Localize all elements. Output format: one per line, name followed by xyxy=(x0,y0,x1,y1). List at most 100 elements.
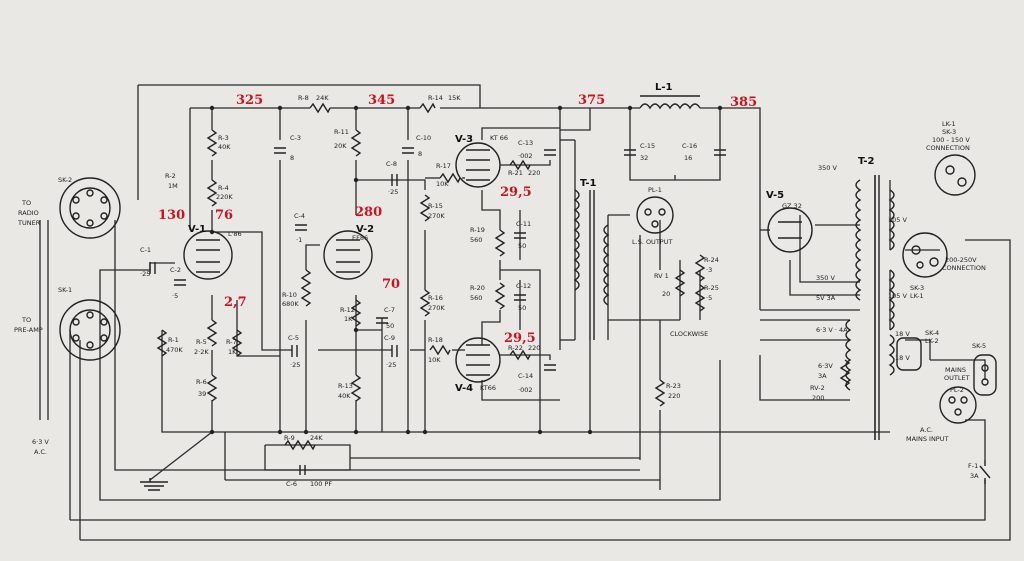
r23-label: R-23 xyxy=(666,382,681,390)
sk3b-label: SK-3 xyxy=(910,284,924,292)
r25-symbol xyxy=(694,284,706,312)
range-200-250: 200-250V xyxy=(945,256,977,264)
c4-value: ·1 xyxy=(296,236,302,244)
winding-350v-bottom: 350 V xyxy=(816,274,835,282)
c11-symbol xyxy=(514,232,526,239)
rv1-value: 20 xyxy=(662,290,670,298)
winding-18v-bottom: 18 V xyxy=(895,354,910,362)
l1-label: L-1 xyxy=(655,82,673,93)
sk1-desc-2: PRE-AMP xyxy=(14,326,43,334)
r12-label: R-12 xyxy=(340,306,355,314)
c1-label: C-1 xyxy=(140,246,151,254)
r11-label: R-11 xyxy=(334,128,349,136)
r18-symbol xyxy=(429,344,451,356)
c9-value: ·25 xyxy=(386,361,396,369)
sk3-lk1-socket-top xyxy=(934,154,976,196)
winding-105v-bottom: 105 V xyxy=(888,292,907,300)
r9-symbol xyxy=(284,439,316,451)
r4-symbol xyxy=(206,179,218,207)
c15-symbol xyxy=(624,149,636,156)
r23-symbol xyxy=(654,379,666,407)
c16-symbol xyxy=(714,149,726,156)
v1-type: L'86 xyxy=(228,230,242,238)
c8-label: C-8 xyxy=(386,160,397,168)
pl1-plug xyxy=(636,196,674,234)
c15-value: 32 xyxy=(640,154,648,162)
r22-symbol xyxy=(509,349,531,361)
c13-symbol xyxy=(544,149,556,156)
c7-label: C-7 xyxy=(384,306,395,314)
ground-symbol xyxy=(140,478,168,491)
sk3-label: SK-3 xyxy=(942,128,956,136)
rv2-label: RV-2 xyxy=(810,384,825,392)
winding-350v-top: 350 V xyxy=(818,164,837,172)
v1-label: V-1 xyxy=(188,224,206,235)
capacitors xyxy=(149,147,726,475)
c7-value: 50 xyxy=(386,322,394,330)
voltage-385: 385 xyxy=(730,95,757,110)
r14-value: 15K xyxy=(448,94,461,102)
f1-label: F-1 xyxy=(968,462,978,470)
f1-fuse xyxy=(979,460,991,484)
voltage-280: 280 xyxy=(355,205,382,220)
c4-label: C-4 xyxy=(294,212,305,220)
r15-value: 270K xyxy=(428,212,445,220)
mains-outlet-1: MAINS xyxy=(945,366,966,374)
c9-symbol xyxy=(391,345,398,357)
sk2-desc-3: TUNER xyxy=(17,219,41,227)
v2-label: V-2 xyxy=(356,224,374,235)
range-200-250-conn: CONNECTION xyxy=(942,264,986,272)
t1-transformer xyxy=(573,189,610,340)
c12-value: 50 xyxy=(518,304,526,312)
sk1-socket xyxy=(59,299,121,361)
r20-value: 560 xyxy=(470,294,482,302)
sk5-socket xyxy=(973,354,997,396)
voltage-375: 375 xyxy=(578,93,605,108)
c4-symbol xyxy=(295,224,307,231)
v3-type: KT 66 xyxy=(490,134,508,142)
v4-label: V-4 xyxy=(455,383,473,394)
r15-label: R-15 xyxy=(428,202,443,210)
sk4-lk2-socket xyxy=(896,337,922,371)
pl2-plug xyxy=(939,386,977,424)
lk1b-label: LK-1 xyxy=(910,292,924,300)
v3-tube xyxy=(455,142,501,188)
r14-label: R-14 xyxy=(428,94,443,102)
c12-symbol xyxy=(514,294,526,301)
lk2-label: LK-2 xyxy=(925,337,939,345)
r16-label: R-16 xyxy=(428,294,443,302)
voltage-70: 70 xyxy=(382,277,400,292)
r25-label: R-25 xyxy=(704,284,719,292)
r8-symbol xyxy=(309,102,331,114)
c7-symbol xyxy=(376,317,388,324)
r18-label: R-18 xyxy=(428,336,443,344)
r10-label: R-10 xyxy=(282,291,297,299)
t2-label: T-2 xyxy=(858,156,875,167)
r9-value: 24K xyxy=(310,434,323,442)
winding-6-3v: 6·3V xyxy=(818,362,833,370)
voltage-2-7: 2,7 xyxy=(224,295,247,310)
r1-symbol xyxy=(156,329,168,357)
c16-value: 16 xyxy=(684,154,692,162)
pl1-desc: L.S. OUTPUT xyxy=(632,238,672,246)
r3-symbol xyxy=(206,129,218,157)
r13-value: 40K xyxy=(338,392,351,400)
rv1-label: RV 1 xyxy=(654,272,669,280)
r12-value: 1K xyxy=(344,315,353,323)
r7-label: R-7 xyxy=(226,338,237,346)
v3-label: V-3 xyxy=(455,134,473,145)
c2-label: C-2 xyxy=(170,266,181,274)
pl2-label: PL-2 xyxy=(950,386,964,394)
c2-value: ·5 xyxy=(172,292,178,300)
f1-value: 3A xyxy=(970,472,979,480)
c6-value: 100 PF xyxy=(310,480,332,488)
c6-label: C-6 xyxy=(286,480,297,488)
r1-label: R-1 xyxy=(168,336,179,344)
r11-symbol xyxy=(350,129,362,157)
rv1-symbol xyxy=(674,269,686,297)
c13-value: ·002 xyxy=(518,152,532,160)
v2-tube xyxy=(323,230,373,280)
sk2-label: SK-2 xyxy=(58,176,72,184)
heater-ac: A.C. xyxy=(34,448,47,456)
